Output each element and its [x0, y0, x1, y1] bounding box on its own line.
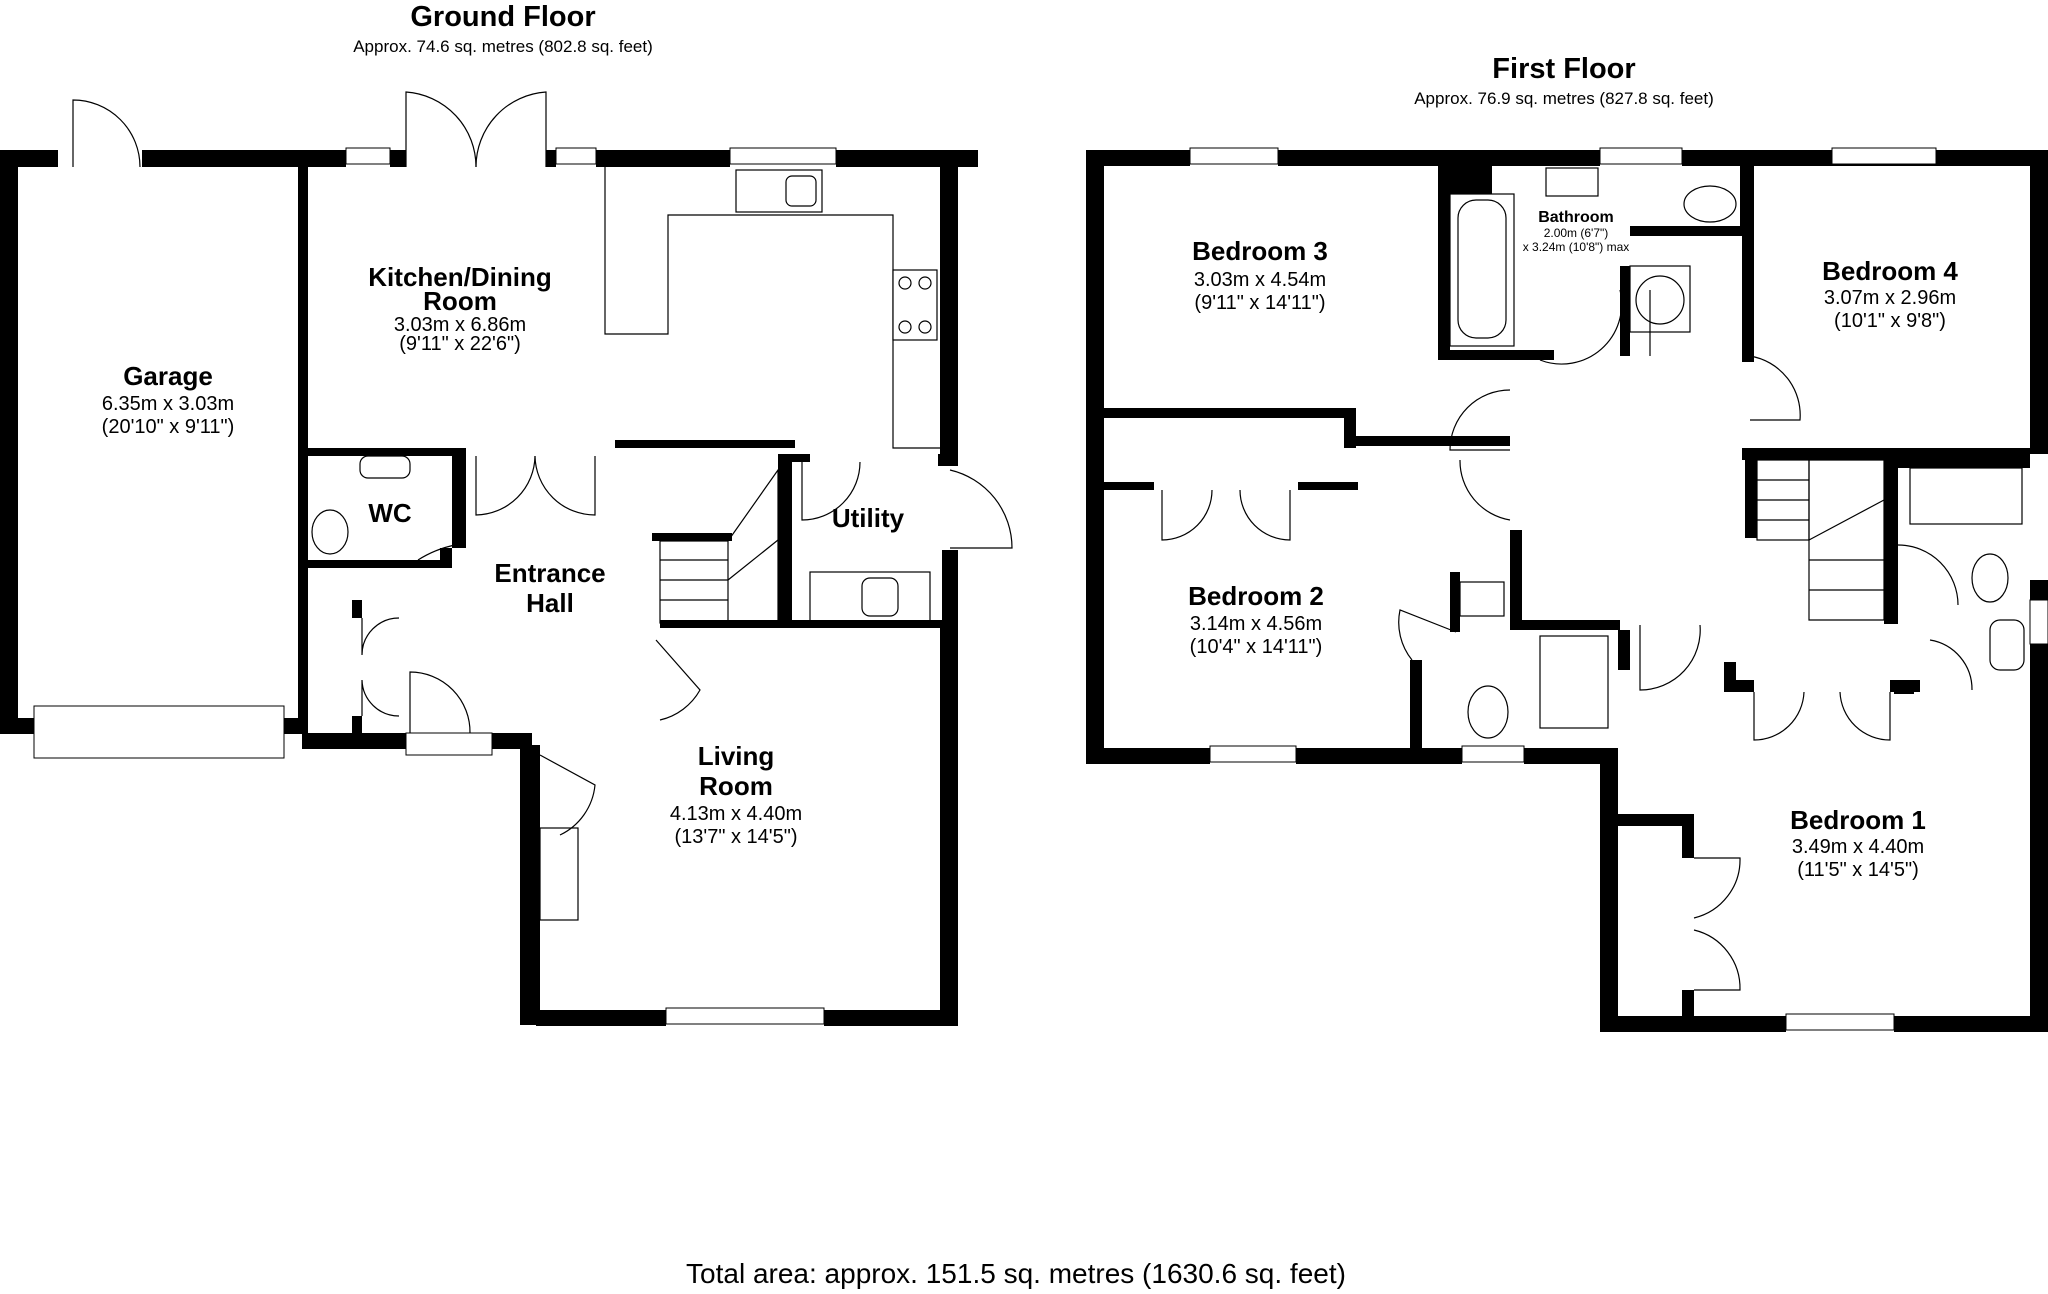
first-floor-plan — [1086, 147, 2048, 1032]
first-floor-area: Approx. 76.9 sq. metres (827.8 sq. feet) — [1414, 89, 1714, 108]
bedroom4-metric: 3.07m x 2.96m — [1824, 287, 1956, 309]
living-label-line2: Room — [699, 771, 773, 801]
garage-label: Garage — [123, 361, 213, 391]
kitchen-label-line1: Kitchen/Dining — [368, 262, 551, 292]
garage-imperial: (20'10" x 9'11") — [102, 416, 235, 438]
bedroom3-metric: 3.03m x 4.54m — [1194, 269, 1326, 291]
living-imperial: (13'7" x 14'5") — [674, 826, 797, 848]
bathroom-metric: 2.00m (6'7") — [1544, 226, 1609, 240]
utility-label: Utility — [832, 503, 905, 533]
bedroom2-metric: 3.14m x 4.56m — [1190, 613, 1322, 635]
entrance-label-line2: Hall — [526, 588, 574, 618]
kitchen-imperial: (9'11" x 22'6") — [399, 333, 521, 355]
kitchen-metric: 3.03m x 6.86m — [394, 314, 526, 336]
garage-metric: 6.35m x 3.03m — [102, 393, 234, 415]
total-area: Total area: approx. 151.5 sq. metres (16… — [686, 1258, 1346, 1289]
entrance-label-line1: Entrance — [494, 558, 605, 588]
bedroom1-label: Bedroom 1 — [1790, 805, 1926, 835]
living-label-line1: Living — [698, 741, 775, 771]
bathroom-imperial: x 3.24m (10'8") max — [1523, 240, 1630, 254]
living-metric: 4.13m x 4.40m — [670, 803, 802, 825]
bedroom3-imperial: (9'11" x 14'11") — [1194, 292, 1325, 314]
kitchen-label-line2: Room — [423, 286, 497, 316]
bedroom4-imperial: (10'1" x 9'8") — [1834, 310, 1946, 332]
bedroom2-imperial: (10'4" x 14'11") — [1190, 636, 1323, 658]
ground-floor-plan — [0, 91, 1013, 1026]
bedroom3-label: Bedroom 3 — [1192, 236, 1328, 266]
wc-label: WC — [368, 498, 412, 528]
bedroom4-label: Bedroom 4 — [1822, 256, 1958, 286]
ground-floor-area: Approx. 74.6 sq. metres (802.8 sq. feet) — [353, 37, 653, 56]
bedroom2-label: Bedroom 2 — [1188, 581, 1324, 611]
first-floor-title: First Floor — [1492, 53, 1635, 85]
ground-floor-title: Ground Floor — [410, 1, 595, 33]
bathroom-label: Bathroom — [1538, 209, 1614, 226]
bedroom1-metric: 3.49m x 4.40m — [1792, 836, 1924, 858]
bedroom1-imperial: (11'5" x 14'5") — [1797, 859, 1919, 881]
